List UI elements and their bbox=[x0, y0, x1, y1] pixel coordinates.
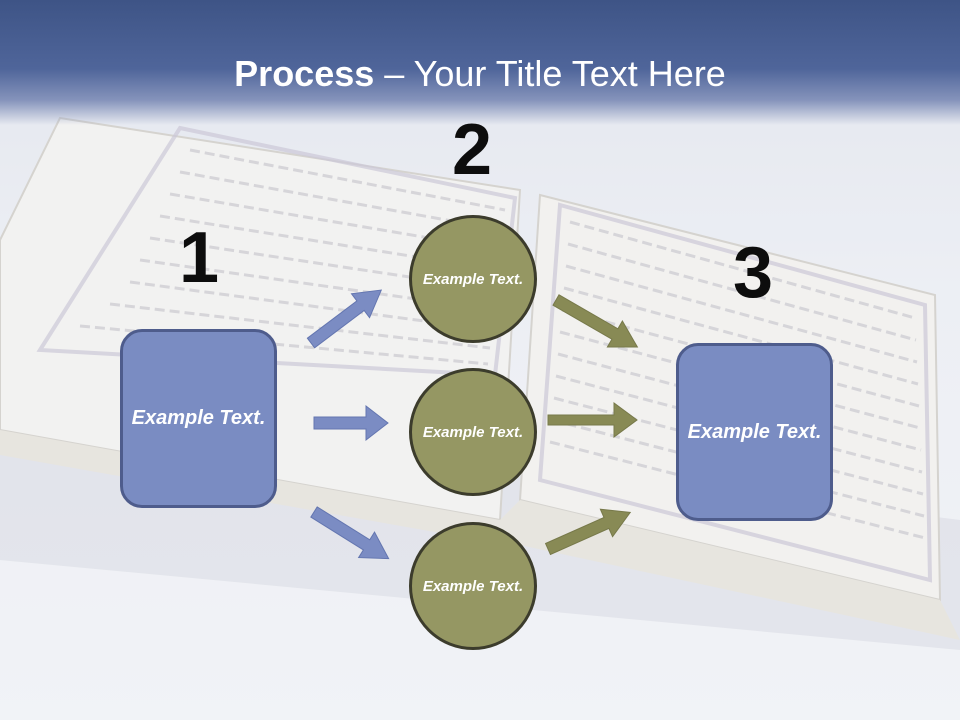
circle-middle: Example Text. bbox=[409, 368, 537, 496]
step-number-2: 2 bbox=[451, 110, 493, 190]
circle-middle-label: Example Text. bbox=[422, 423, 524, 441]
title-rest: – Your Title Text Here bbox=[374, 53, 726, 94]
left-box: Example Text. bbox=[120, 329, 277, 508]
slide-title: Process – Your Title Text Here bbox=[0, 52, 960, 96]
header-band bbox=[0, 0, 960, 125]
right-box: Example Text. bbox=[676, 343, 833, 521]
circle-top: Example Text. bbox=[409, 215, 537, 343]
circle-top-label: Example Text. bbox=[422, 270, 524, 288]
right-box-label: Example Text. bbox=[687, 420, 822, 443]
step-number-1: 1 bbox=[178, 218, 220, 298]
left-box-label: Example Text. bbox=[131, 407, 266, 429]
title-bold: Process bbox=[234, 53, 375, 94]
circle-bottom: Example Text. bbox=[409, 522, 537, 650]
step-number-3: 3 bbox=[732, 233, 774, 313]
circle-bottom-label: Example Text. bbox=[422, 577, 524, 595]
